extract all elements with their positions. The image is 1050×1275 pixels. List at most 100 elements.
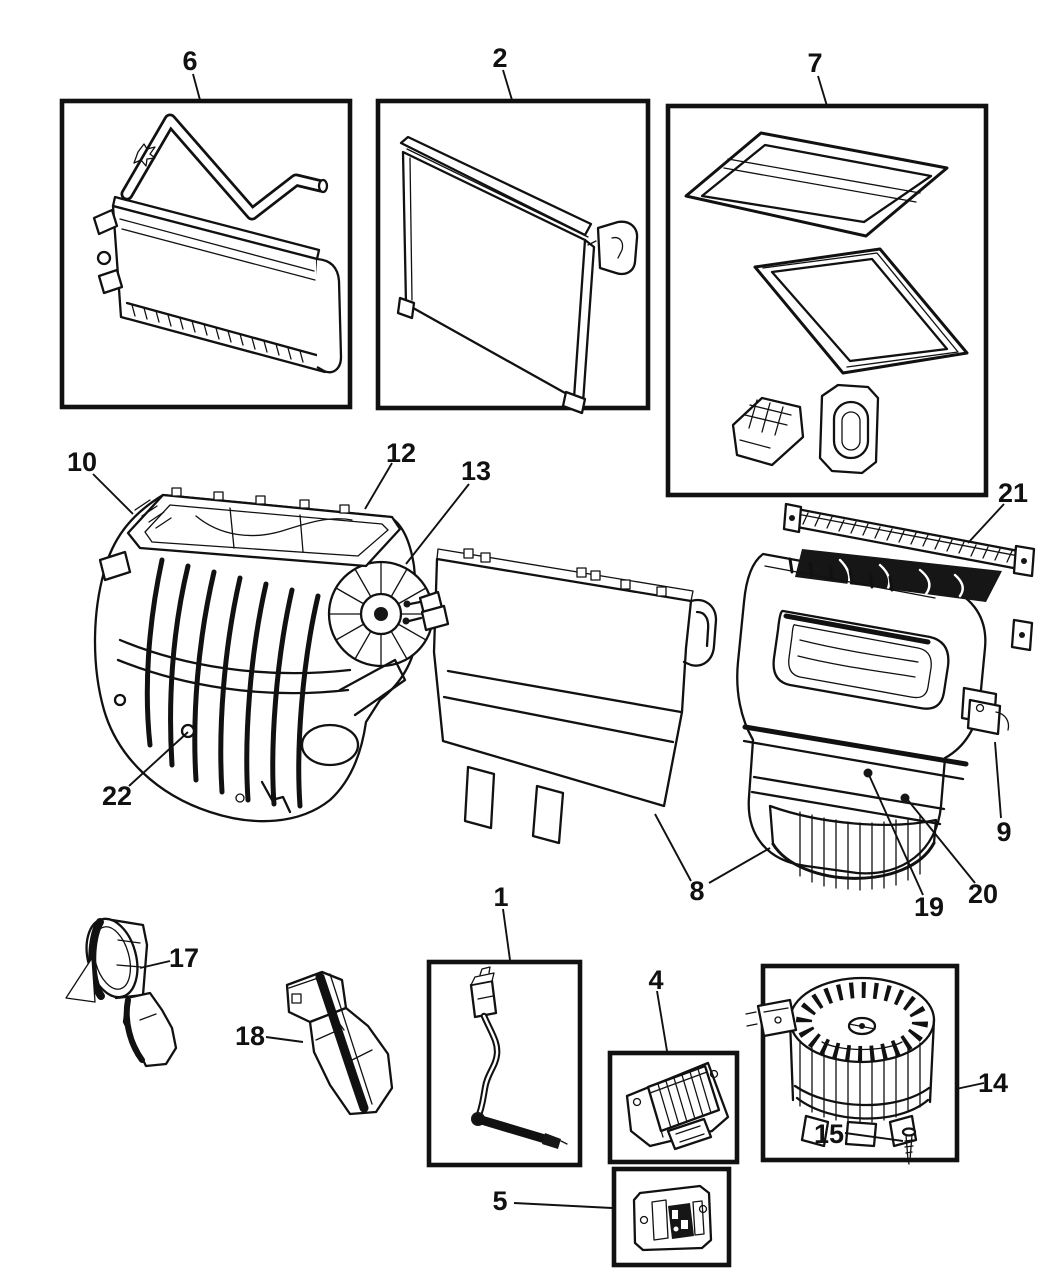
blower-drum-base [793, 1084, 931, 1120]
callout-13: 13 [461, 456, 491, 486]
blower-motor-connector [745, 998, 798, 1038]
leader-12 [364, 462, 393, 510]
duct-boot-17-drawing [65, 917, 178, 1068]
leader-17 [139, 960, 171, 969]
heater-core-slab [111, 195, 343, 374]
seal-gasket-upper [684, 131, 949, 238]
filter-pleats-visible [795, 549, 1002, 602]
callout-20: 20 [968, 879, 998, 909]
housing-left-bottom-details [98, 550, 407, 814]
leader-4 [656, 990, 668, 1052]
blower-housing-top-clips [788, 557, 894, 592]
evaporator-drawing [396, 135, 639, 415]
callout-10: 10 [67, 447, 97, 477]
leader-15 [844, 1132, 904, 1142]
blower-wheel-blades [796, 982, 928, 1062]
heater-tube-end [317, 178, 329, 194]
filter-drawing [782, 502, 1036, 652]
housing-left-top-frame [126, 487, 402, 568]
part-box-4 [607, 1050, 740, 1165]
part-box-2 [375, 98, 651, 411]
heater-core-drawing [92, 113, 343, 374]
callout-2: 2 [492, 43, 507, 73]
leader-14 [955, 1082, 985, 1090]
callout-21: 21 [998, 478, 1028, 508]
bolt-19-target [863, 768, 873, 778]
heater-core-hatch [131, 304, 304, 363]
callout-17: 17 [169, 943, 199, 973]
sensor-probe-drawing [469, 966, 568, 1149]
leader-21 [967, 503, 1005, 544]
heater-core-end-tank [316, 257, 343, 374]
leader-20 [906, 798, 976, 884]
callout-18: 18 [235, 1021, 265, 1051]
blower-drum-fins [799, 1041, 921, 1124]
callout-6: 6 [182, 46, 197, 76]
mounting-screw-15 [901, 1127, 917, 1165]
part-box-1 [426, 959, 583, 1168]
evaporator-side-channel [561, 238, 596, 415]
leader-6 [192, 73, 201, 101]
seal-gasket-lower [753, 247, 969, 375]
leader-13 [405, 483, 470, 565]
leader-7 [817, 75, 828, 107]
leader-5 [513, 1202, 613, 1209]
blower-resistor-drawing [625, 1061, 730, 1151]
probe-connector [469, 979, 498, 1019]
leader-1 [502, 908, 511, 961]
hvac-housing-left-drawing [93, 487, 435, 823]
callout-4: 4 [648, 965, 663, 995]
callout-7: 7 [807, 48, 822, 78]
callout-15: 15 [814, 1119, 844, 1149]
part-box-6 [59, 98, 353, 410]
distribution-housing-drawing [402, 548, 718, 845]
blower-housing-duct-opening [772, 609, 950, 710]
expansion-valve [402, 590, 450, 632]
part-box-5 [611, 1166, 732, 1268]
part-box-14 [760, 963, 960, 1163]
leader-18 [265, 1036, 304, 1043]
blower-motor-drawing [745, 976, 936, 1165]
heater-tube-clip [133, 143, 156, 167]
duct-boot-17-leg [122, 991, 178, 1068]
distribution-housing-bracket [682, 598, 718, 667]
power-module-drawing [632, 1184, 713, 1252]
callout-9: 9 [996, 817, 1011, 847]
duct-boot-18-drawing [285, 970, 394, 1116]
callout-12: 12 [386, 438, 416, 468]
evaporator-fitting [596, 220, 639, 276]
seal-kit-drawing [684, 131, 969, 475]
blower-drum-sides [788, 1018, 936, 1104]
blower-drum [768, 804, 938, 891]
resistor-fins [649, 1068, 712, 1138]
distribution-housing-panel [432, 557, 693, 808]
housing-left-straps [116, 638, 352, 695]
housing-left-ribs [144, 557, 321, 809]
heater-core-tube [120, 113, 328, 221]
distribution-housing-folds [442, 669, 683, 744]
blower-housing-drawing [736, 549, 1010, 891]
leader-22 [128, 731, 189, 787]
duct-boot-17-flap [65, 957, 96, 1003]
blower-housing-flange [742, 724, 969, 767]
filter-brackets [782, 502, 1036, 652]
seal-oval-plate [818, 383, 880, 475]
housing-left-fan-wheel [327, 560, 435, 668]
callout-8: 8 [689, 876, 704, 906]
leader-8b [708, 847, 771, 884]
inset-boxes [59, 98, 989, 1268]
blower-housing-body [736, 552, 987, 875]
callout-labels: 6 2 7 10 12 13 21 22 8 19 20 9 17 18 1 4… [67, 43, 1028, 1216]
distribution-housing-feet [463, 765, 565, 845]
callout-19: 19 [914, 892, 944, 922]
leader-19 [868, 774, 924, 896]
blower-connector-blocks [960, 686, 1010, 736]
heater-core-brackets [92, 208, 124, 295]
seal-connector-block [731, 396, 805, 467]
leader-10 [92, 473, 134, 515]
callout-14: 14 [978, 1068, 1008, 1098]
leader-2 [502, 69, 513, 101]
distribution-housing-clips [463, 548, 667, 597]
filter-pleat-ticks [802, 512, 1013, 563]
